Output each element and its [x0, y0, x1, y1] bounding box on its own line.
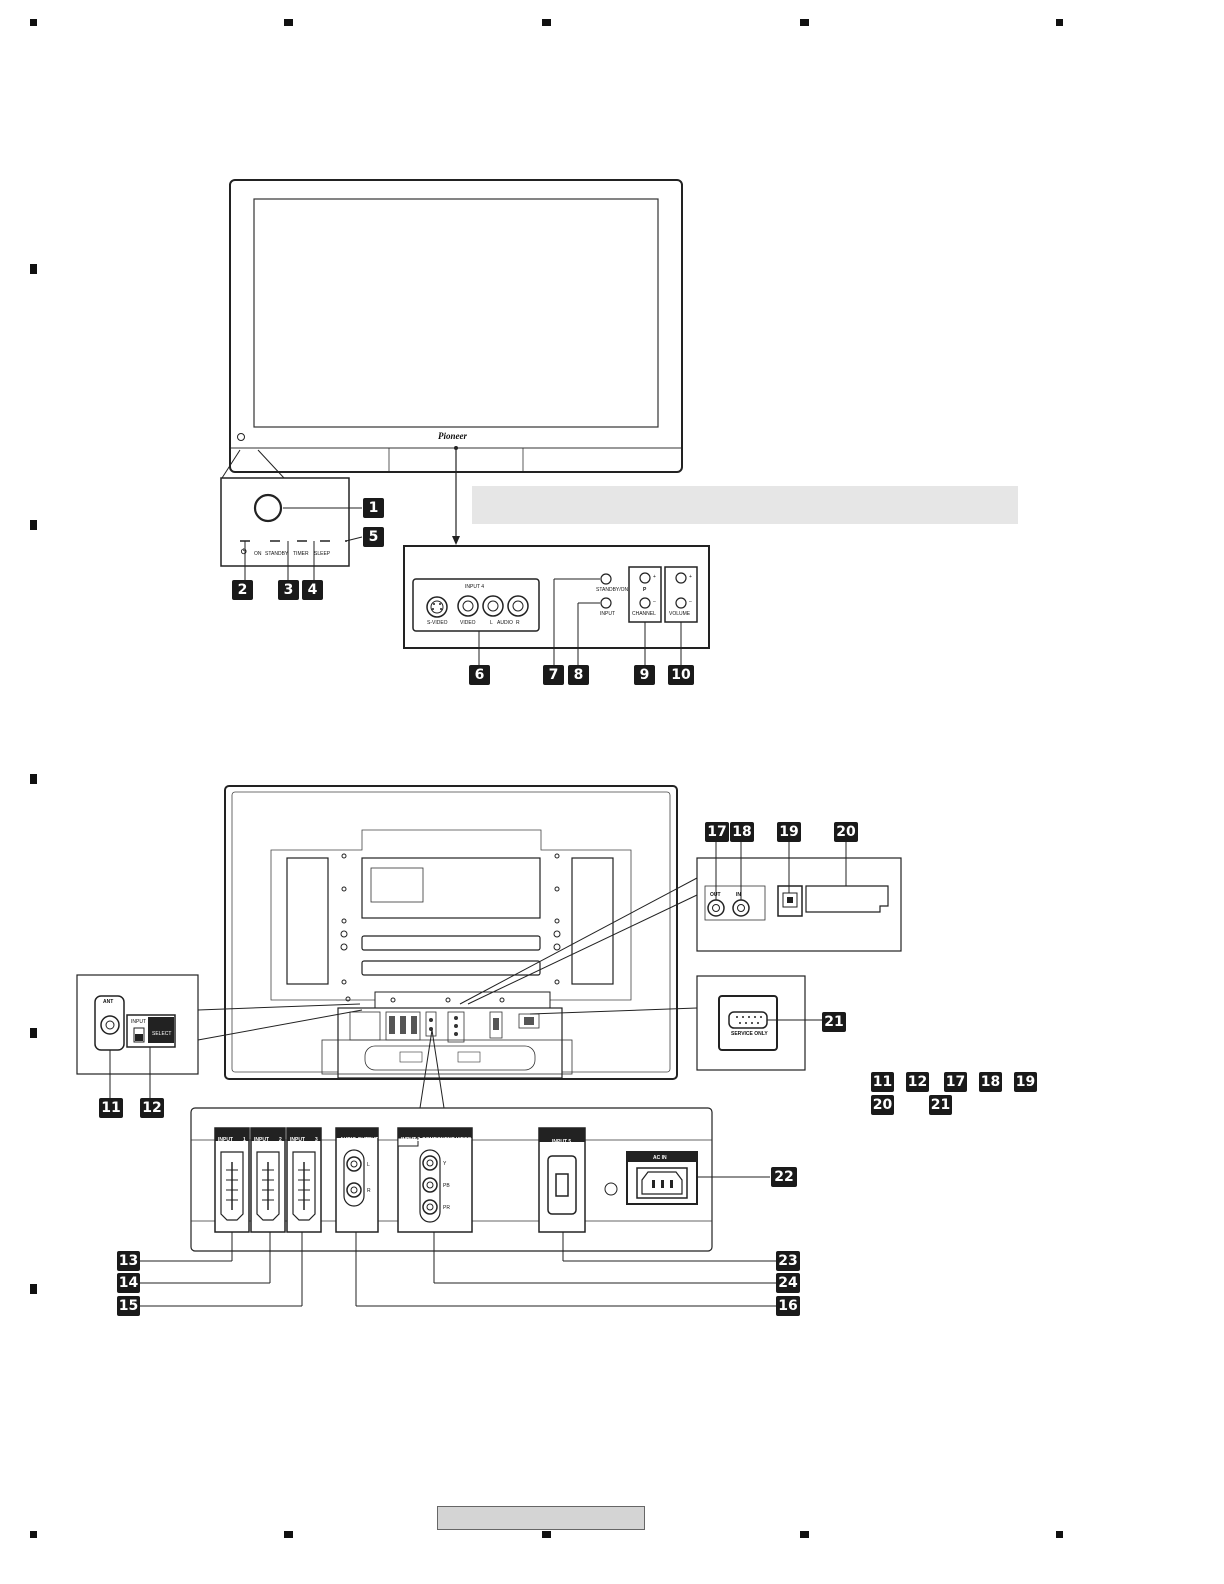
component-y-label: Y: [443, 1161, 447, 1167]
callout-20: 20: [834, 822, 858, 842]
scart-number-3: 3: [315, 1137, 318, 1143]
channel-plus: +: [653, 574, 656, 580]
scart-label-2: INPUT: [254, 1137, 269, 1143]
jack-label-audio: AUDIO: [497, 620, 513, 626]
registration-mark: [1056, 19, 1063, 26]
indicator-label-standby: STANDBY: [265, 551, 289, 557]
registration-mark: [800, 1531, 809, 1538]
component-video-label: COMPONENT VIDEO: [422, 1137, 472, 1143]
registration-mark: [30, 774, 37, 784]
ac-in-label: AC IN: [653, 1155, 667, 1161]
registration-mark: [30, 1284, 37, 1294]
note-callout-17: 17: [944, 1072, 967, 1092]
volume-minus: –: [689, 599, 692, 605]
jack-label-r: R: [516, 620, 520, 626]
registration-mark: [30, 1028, 37, 1038]
volume-label: VOLUME: [669, 611, 691, 617]
callout-10: 10: [668, 665, 694, 685]
callout-19: 19: [777, 822, 801, 842]
scart-label-3: INPUT: [290, 1137, 305, 1143]
registration-mark: [30, 264, 37, 274]
scart-label-1: INPUT: [218, 1137, 233, 1143]
callout-2: 2: [232, 580, 253, 600]
callout-16: 16: [776, 1296, 800, 1316]
note-callout-11: 11: [871, 1072, 894, 1092]
callout-17: 17: [705, 822, 729, 842]
callout-18: 18: [730, 822, 754, 842]
front-view-drawing: [220, 179, 710, 665]
gray-caption-bar: [472, 486, 1018, 524]
scart-number-1: 1: [243, 1137, 246, 1143]
indicator-label-sleep: SLEEP: [314, 551, 331, 557]
callout-1: 1: [363, 498, 384, 518]
component-input-label: INPUT 2: [401, 1137, 421, 1143]
jack-label-l: L: [490, 620, 493, 626]
note-callout-20: 20: [871, 1095, 894, 1115]
indicator-label-on: ON: [254, 551, 262, 557]
input4-label: INPUT 4: [465, 584, 485, 590]
scart-number-2: 2: [279, 1137, 282, 1143]
callout-14: 14: [117, 1273, 140, 1293]
rear-view-drawing: [76, 785, 902, 1307]
jack-label-svideo: S-VIDEO: [427, 620, 448, 626]
callout-4: 4: [302, 580, 323, 600]
callout-9: 9: [634, 665, 655, 685]
callout-22: 22: [771, 1167, 797, 1187]
callout-24: 24: [776, 1273, 800, 1293]
registration-mark: [284, 1531, 293, 1538]
registration-mark: [1056, 1531, 1063, 1538]
registration-mark: [800, 19, 809, 26]
ir-in-label: IN: [736, 892, 741, 898]
input-select-label: INPUT: [131, 1019, 146, 1025]
standby-on-label: STANDBY/ON: [596, 587, 629, 593]
audio-output-label: AUDIO OUTPUT: [340, 1137, 379, 1143]
callout-11: 11: [99, 1098, 123, 1118]
ir-out-label: OUT: [710, 892, 721, 898]
registration-mark: [30, 19, 37, 26]
component-pb-label: PB: [443, 1183, 450, 1189]
callout-3: 3: [278, 580, 299, 600]
channel-label: CHANNEL: [632, 611, 656, 617]
input-button-label: INPUT: [600, 611, 615, 617]
registration-mark: [284, 19, 293, 26]
callout-15: 15: [117, 1296, 140, 1316]
callout-6: 6: [469, 665, 490, 685]
page-number-bar: [437, 1506, 645, 1530]
note-callout-18: 18: [979, 1072, 1002, 1092]
ant-label: ANT: [103, 999, 114, 1005]
channel-minus: –: [653, 599, 656, 605]
note-callout-21: 21: [929, 1095, 952, 1115]
jack-label-video: VIDEO: [460, 620, 476, 626]
component-pr-label: PR: [443, 1205, 450, 1211]
hdmi-label: HDMI: [556, 1146, 569, 1152]
callout-8: 8: [568, 665, 589, 685]
callout-21: 21: [822, 1012, 846, 1032]
channel-letter: P: [643, 587, 647, 593]
registration-mark: [542, 1531, 551, 1538]
note-callout-12: 12: [906, 1072, 929, 1092]
brand-logo: Pioneer: [438, 431, 467, 441]
select-label: SELECT: [152, 1031, 172, 1037]
note-callout-19: 19: [1014, 1072, 1037, 1092]
registration-mark: [30, 1531, 37, 1538]
callout-12: 12: [140, 1098, 164, 1118]
indicator-label-timer: TIMER: [293, 551, 309, 557]
callout-23: 23: [776, 1251, 800, 1271]
hdmi-input-label: INPUT 5: [552, 1139, 572, 1145]
callout-7: 7: [543, 665, 564, 685]
callout-5: 5: [363, 527, 384, 547]
registration-mark: [542, 19, 551, 26]
callout-13: 13: [117, 1251, 140, 1271]
volume-plus: +: [689, 574, 692, 580]
audio-r-label: R: [367, 1188, 371, 1194]
registration-mark: [30, 520, 37, 530]
audio-l-label: L: [367, 1162, 370, 1168]
service-only-label: SERVICE ONLY: [731, 1031, 768, 1037]
power-indicator-icon: ⏻: [241, 549, 247, 556]
